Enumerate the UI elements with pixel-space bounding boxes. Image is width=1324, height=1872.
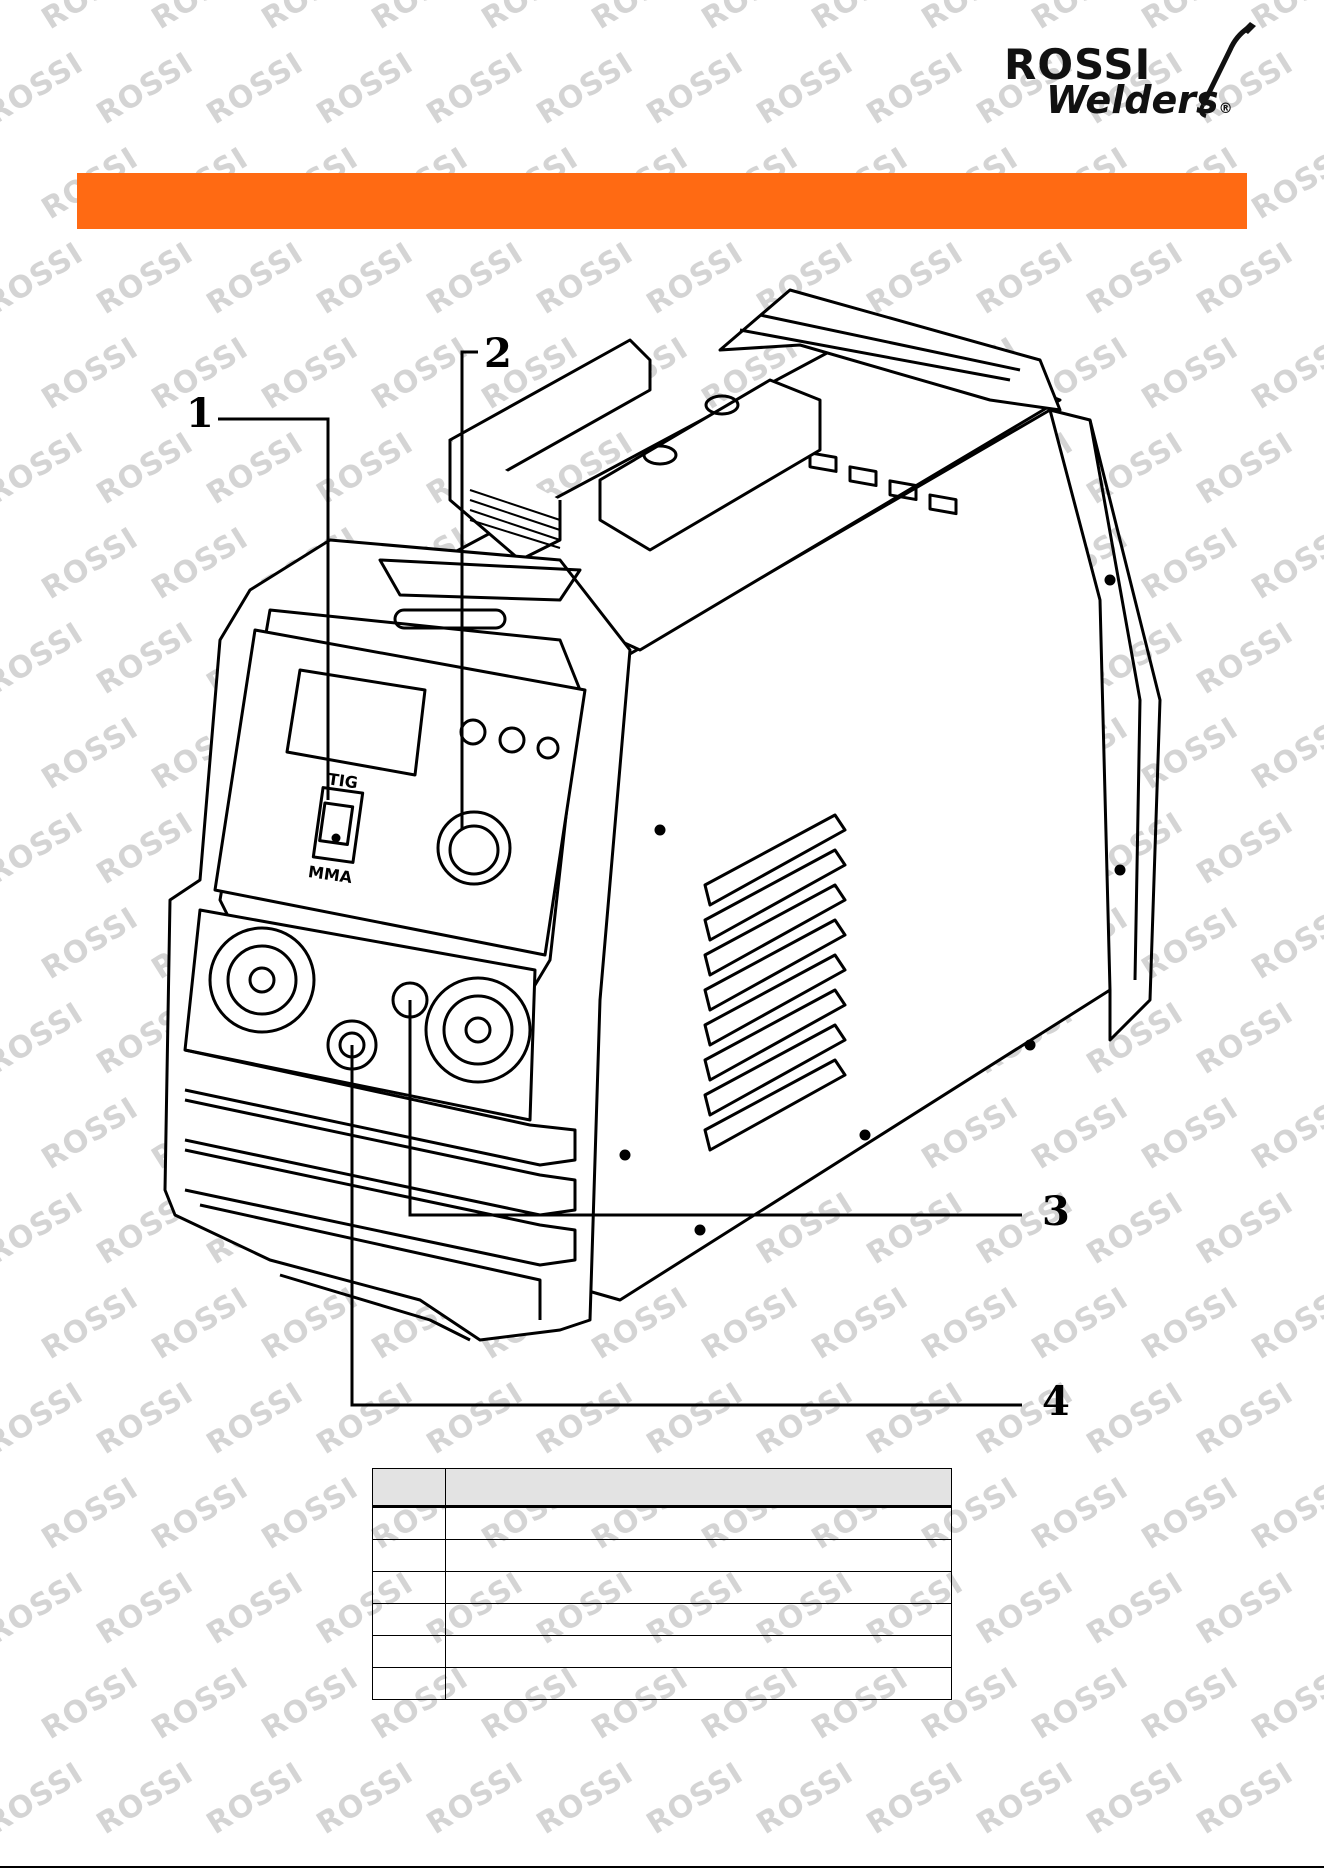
output-socket-right	[424, 976, 532, 1084]
table-row	[372, 1667, 952, 1700]
watermark-text: ROSSI	[146, 0, 255, 37]
watermark-text: ROSSI	[806, 0, 915, 37]
table-row	[372, 1635, 952, 1668]
watermark-text: ROSSI	[36, 0, 145, 37]
legend-cell-number	[372, 1539, 446, 1572]
legend-header-description	[445, 1468, 952, 1508]
side-vents	[703, 813, 847, 1152]
welder-machine-drawing: TIG MMA	[163, 288, 1162, 1407]
indicator-light	[536, 736, 560, 760]
watermark-text: ROSSI	[1246, 1471, 1324, 1557]
watermark-text: ROSSI	[531, 1756, 640, 1842]
watermark-text: ROSSI	[366, 0, 475, 37]
watermark-text: ROSSI	[476, 0, 585, 37]
indicator-light	[498, 726, 526, 754]
watermark-text: ROSSI	[1081, 1756, 1190, 1842]
legend-cell-description	[445, 1506, 952, 1540]
watermark-text: ROSSI	[1026, 1471, 1135, 1557]
watermark-text: ROSSI	[256, 1471, 365, 1557]
watermark-text: ROSSI	[1136, 1661, 1245, 1747]
watermark-text: ROSSI	[641, 1756, 750, 1842]
callout-1: 1	[186, 390, 214, 437]
watermark-text: ROSSI	[751, 46, 860, 132]
handle-grip-ribs	[469, 489, 561, 549]
watermark-text: ROSSI	[971, 1756, 1080, 1842]
watermark-text: ROSSI	[146, 1661, 255, 1747]
legend-cell-description	[445, 1635, 952, 1668]
rear-vent-slots	[808, 451, 958, 516]
watermark-text: ROSSI	[1136, 1471, 1245, 1557]
watermark-text: ROSSI	[1191, 1756, 1300, 1842]
legend-cell-number	[372, 1603, 446, 1636]
watermark-text: ROSSI	[641, 46, 750, 132]
watermark-text: ROSSI	[0, 1756, 90, 1842]
watermark-text: ROSSI	[256, 1661, 365, 1747]
legend-cell-number	[372, 1571, 446, 1604]
legend-cell-description	[445, 1571, 952, 1604]
watermark-text: ROSSI	[1191, 1566, 1300, 1652]
legend-cell-description	[445, 1539, 952, 1572]
watermark-text: ROSSI	[36, 1661, 145, 1747]
watermark-text: ROSSI	[91, 46, 200, 132]
watermark-text: ROSSI	[36, 1471, 145, 1557]
watermark-text: ROSSI	[0, 46, 90, 132]
logo-text-rossi: ROSSI	[1004, 40, 1152, 89]
watermark-text: ROSSI	[1026, 1661, 1135, 1747]
page-bottom-rule	[0, 1866, 1324, 1868]
leader-line-4	[350, 1045, 1022, 1407]
watermark-text: ROSSI	[696, 0, 805, 37]
watermark-text: ROSSI	[311, 46, 420, 132]
legend-cell-number	[372, 1506, 446, 1540]
watermark-text: ROSSI	[311, 1756, 420, 1842]
watermark-text: ROSSI	[971, 1566, 1080, 1652]
watermark-text: ROSSI	[0, 1566, 90, 1652]
legend-cell-number	[372, 1667, 446, 1700]
leader-line-1	[218, 417, 330, 800]
table-row	[372, 1506, 952, 1540]
table-row	[372, 1603, 952, 1636]
watermark-text: ROSSI	[91, 1566, 200, 1652]
watermark-text: ROSSI	[586, 0, 695, 37]
watermark-text: ROSSI	[421, 1756, 530, 1842]
legend-cell-description	[445, 1603, 952, 1636]
watermark-text: ROSSI	[531, 46, 640, 132]
table-row	[372, 1571, 952, 1604]
watermark-text: ROSSI	[201, 1756, 310, 1842]
display-window	[285, 668, 427, 777]
parts-legend-table	[372, 1468, 952, 1700]
watermark-text: ROSSI	[1081, 1566, 1190, 1652]
watermark-text: ROSSI	[421, 46, 530, 132]
welding-torch-icon	[1199, 22, 1256, 118]
rear-handle	[718, 288, 1062, 412]
leader-line-3	[408, 1000, 1022, 1217]
switch-label-tig: TIG	[327, 769, 359, 792]
callout-4: 4	[1042, 1378, 1070, 1425]
section-header-bar	[77, 173, 1247, 229]
leader-line-2	[460, 350, 478, 830]
legend-header-number	[372, 1468, 446, 1508]
watermark-text: ROSSI	[91, 1756, 200, 1842]
watermark-text: ROSSI	[861, 46, 970, 132]
logo-text-welders: Welders®	[1046, 78, 1233, 122]
watermark-text: ROSSI	[1246, 141, 1324, 227]
watermark-text: ROSSI	[201, 46, 310, 132]
rossi-welders-logo: ROSSI Welders®	[998, 10, 1258, 122]
watermark-text: ROSSI	[201, 1566, 310, 1652]
watermark-text: ROSSI	[146, 1471, 255, 1557]
table-row	[372, 1539, 952, 1572]
legend-cell-description	[445, 1667, 952, 1700]
legend-header-row	[372, 1468, 952, 1508]
watermark-text: ROSSI	[1246, 1661, 1324, 1747]
watermark-text: ROSSI	[861, 1756, 970, 1842]
watermark-text: ROSSI	[256, 0, 365, 37]
watermark-text: ROSSI	[751, 1756, 860, 1842]
registered-mark: ®	[1218, 101, 1233, 117]
legend-cell-number	[372, 1635, 446, 1668]
callout-2: 2	[484, 330, 512, 377]
callout-3: 3	[1042, 1188, 1070, 1235]
output-socket-left	[208, 926, 316, 1034]
